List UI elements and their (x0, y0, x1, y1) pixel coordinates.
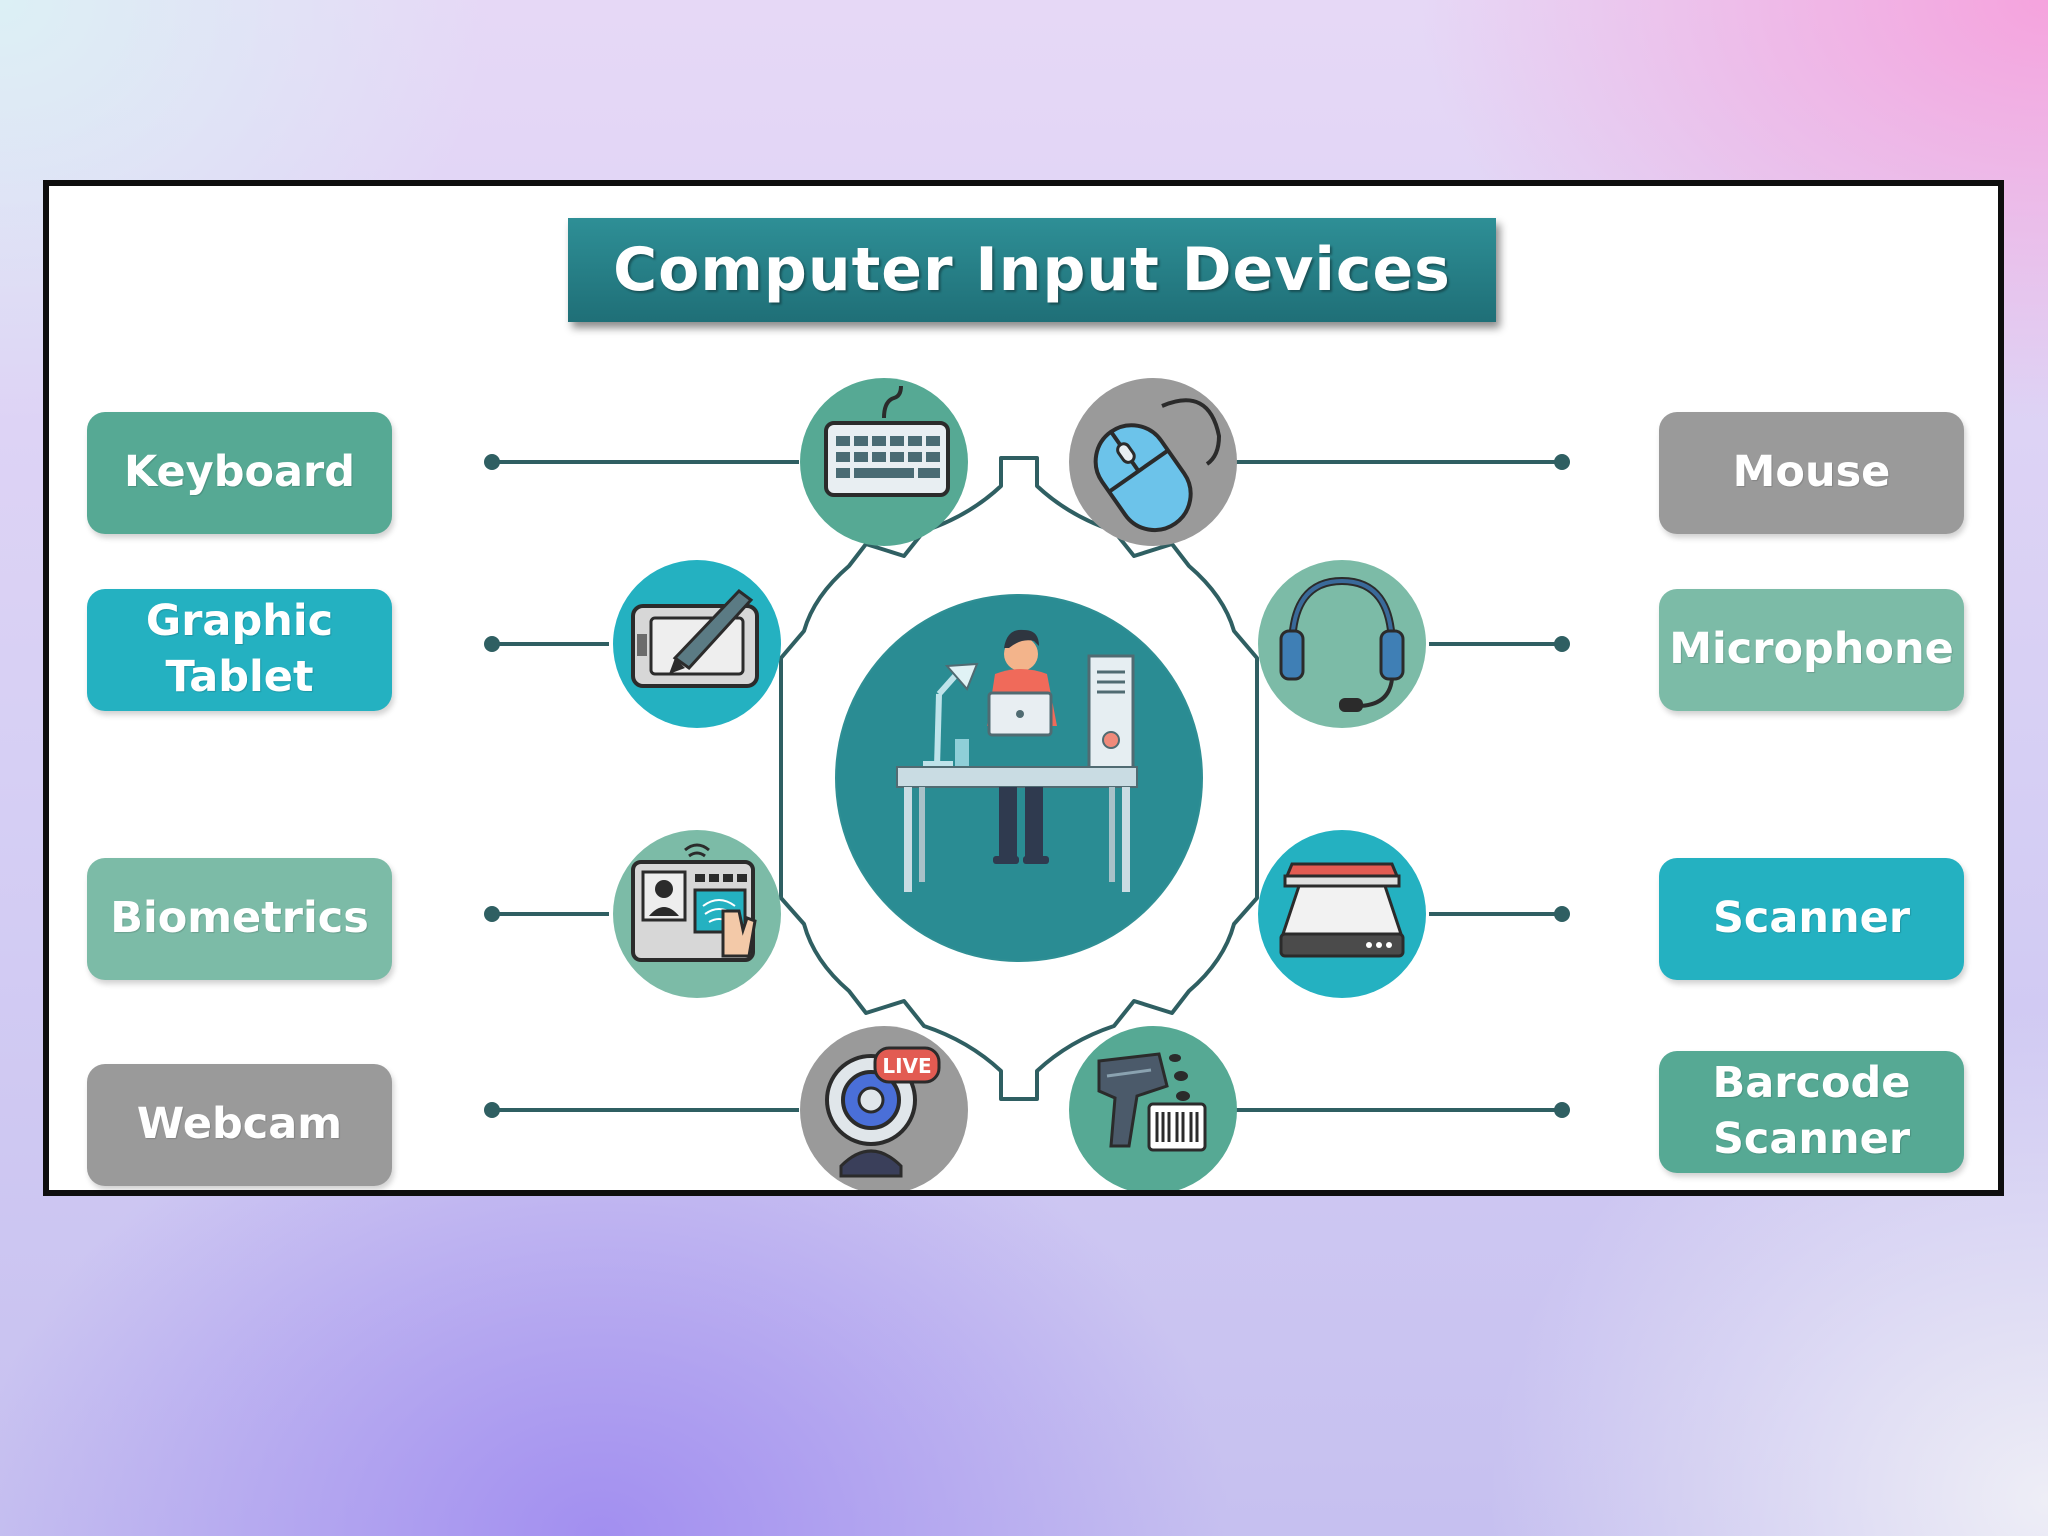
label-mouse-text: Mouse (1732, 447, 1891, 498)
graphic-tablet-icon (613, 560, 781, 728)
mouse-icon (1069, 378, 1237, 546)
label-graphic-tablet-text: Graphic Tablet (145, 596, 334, 702)
label-barcode-scanner-text: Barcode Scanner (1712, 1058, 1911, 1164)
label-mouse: Mouse (1659, 412, 1964, 534)
connector-dots (484, 454, 1570, 1118)
label-barcode-scanner: Barcode Scanner (1659, 1051, 1964, 1173)
label-webcam: Webcam (87, 1064, 392, 1186)
person-at-desk-icon (835, 594, 1203, 962)
label-microphone-text: Microphone (1669, 624, 1954, 675)
live-badge-text: LIVE (882, 1054, 931, 1078)
diagram-title: Computer Input Devices (568, 218, 1496, 322)
label-webcam-text: Webcam (136, 1099, 343, 1150)
label-scanner: Scanner (1659, 858, 1964, 980)
headset-microphone-icon (1258, 560, 1426, 728)
biometrics-icon (613, 830, 781, 998)
label-keyboard: Keyboard (87, 412, 392, 534)
label-scanner-text: Scanner (1712, 893, 1911, 944)
connector-lines (492, 460, 1562, 1112)
hub-diagram: LIVE (484, 378, 1570, 1190)
diagram-frame: Computer Input Devices Keyboard Graphic … (43, 180, 2004, 1196)
label-microphone: Microphone (1659, 589, 1964, 711)
scanner-icon (1258, 830, 1426, 998)
label-graphic-tablet: Graphic Tablet (87, 589, 392, 711)
label-biometrics: Biometrics (87, 858, 392, 980)
barcode-scanner-icon (1069, 1026, 1237, 1190)
keyboard-icon (800, 378, 968, 546)
label-keyboard-text: Keyboard (123, 447, 356, 498)
webcam-icon: LIVE (800, 1026, 968, 1190)
label-biometrics-text: Biometrics (110, 893, 369, 944)
